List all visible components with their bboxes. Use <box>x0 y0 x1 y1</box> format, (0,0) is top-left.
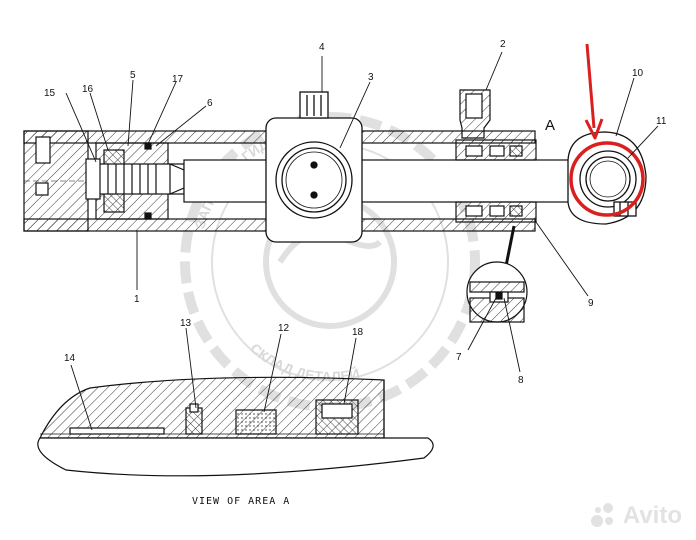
trunnion-mount <box>265 91 363 243</box>
area-a-label: A <box>545 117 555 134</box>
piston <box>85 142 185 220</box>
rod-eye <box>567 131 647 225</box>
callout-leaders <box>65 51 659 373</box>
callout-8: 8 <box>518 375 524 386</box>
highlight-marker <box>569 43 645 217</box>
highlight-arrow-head <box>584 118 604 140</box>
callout-9: 9 <box>588 298 594 309</box>
callout-11: 11 <box>656 116 667 127</box>
callout-labels: 15 16 5 17 6 4 3 2 A 10 11 1 9 7 8 13 12… <box>44 39 667 386</box>
area-a-caption: VIEW OF AREA A <box>192 496 290 507</box>
callout-1: 1 <box>134 294 140 305</box>
callout-17: 17 <box>172 74 184 85</box>
area-a-leaders <box>70 327 357 431</box>
gland <box>455 89 537 223</box>
callout-12: 12 <box>278 323 290 334</box>
callout-13: 13 <box>180 318 192 329</box>
avito-logo-icon <box>590 503 617 529</box>
callout-15: 15 <box>44 88 56 99</box>
highlight-arrow-shaft <box>585 43 596 129</box>
piston-rod <box>183 159 571 203</box>
avito-watermark: Avito <box>590 502 682 530</box>
callout-7: 7 <box>456 352 462 363</box>
detail-bubble <box>466 225 528 323</box>
area-a-view <box>37 376 434 477</box>
callout-14: 14 <box>64 353 76 364</box>
callout-2: 2 <box>500 39 506 50</box>
callout-16: 16 <box>82 84 94 95</box>
callout-5: 5 <box>130 70 136 81</box>
callout-10: 10 <box>632 68 644 79</box>
avito-logo-text: Avito <box>622 502 682 529</box>
callout-4: 4 <box>319 42 325 53</box>
callout-18: 18 <box>352 327 364 338</box>
callout-3: 3 <box>368 72 374 83</box>
callout-6: 6 <box>207 98 213 109</box>
highlight-circle <box>569 141 645 217</box>
